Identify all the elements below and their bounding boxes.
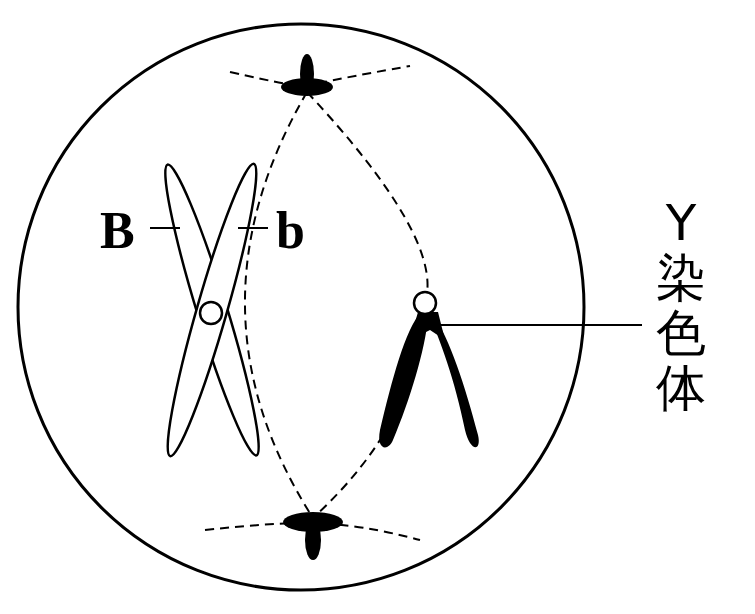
y-chromosome-body — [410, 312, 445, 340]
allele-label: b — [276, 205, 305, 257]
cell-membrane — [18, 24, 584, 590]
allele-label: B — [100, 205, 135, 257]
chromosome-label: Y染色体 — [656, 196, 706, 416]
centromere — [414, 292, 436, 314]
centriole — [305, 520, 321, 560]
chromatid — [156, 160, 269, 460]
chromatid — [153, 160, 271, 459]
leader-line — [238, 227, 268, 229]
chromosome-label: Y染色体 — [656, 196, 706, 416]
centromere — [200, 302, 222, 324]
leader-line — [150, 227, 180, 229]
allele-label: b — [276, 205, 305, 257]
spindle-fiber — [307, 92, 428, 518]
leader-line — [440, 324, 642, 326]
centriole — [300, 54, 314, 94]
allele-label: B — [100, 205, 135, 257]
